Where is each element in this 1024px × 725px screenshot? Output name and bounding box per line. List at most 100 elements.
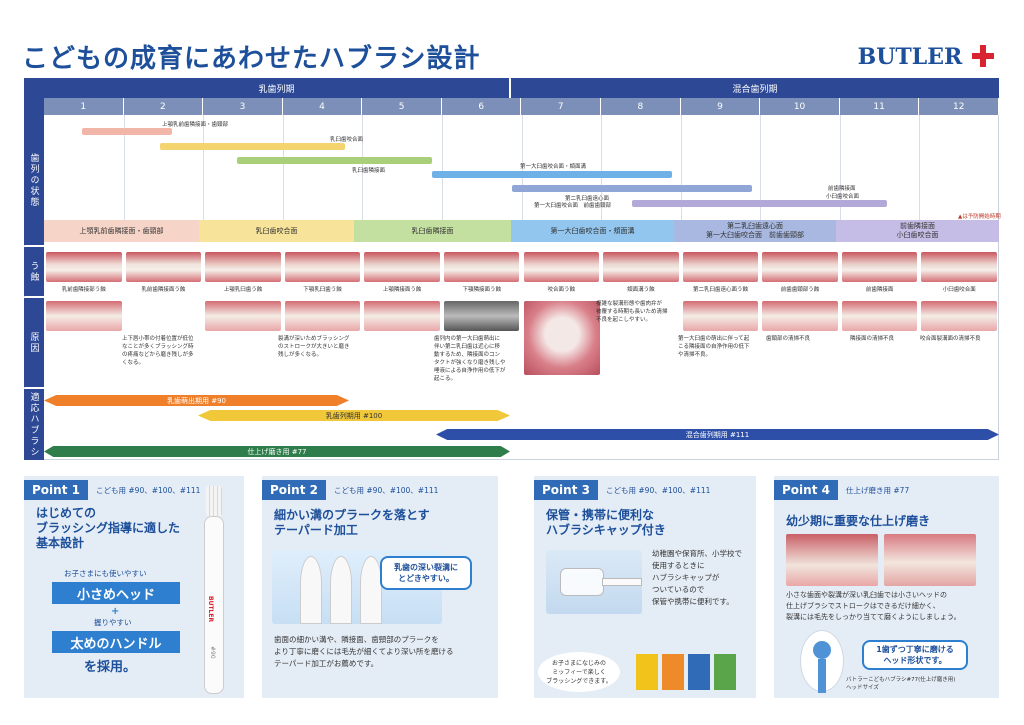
age-9: 9 [681,98,761,115]
cause-photo [364,301,440,331]
point-1-tail: を採用。 [84,660,137,675]
point-4-heading: 幼少期に重要な仕上げ磨き [786,514,931,528]
point-3-body: 幼稚園や保育所、小学校で 使用するときに ハブラシキャップが ついているので 保… [652,549,742,606]
grid-line [521,115,523,220]
butler-logo: BUTLER [858,44,994,70]
cause-4: 複雑な裂溝形態や歯肉弁が 被覆する時期も長いため清掃 不良を起こしやすい。 [596,301,668,323]
point-4-subtitle: 仕上げ磨き用 #77 [846,486,910,495]
point-2-heading: 細かい溝のプラークを落とす テーパード加工 [274,508,430,537]
point-1-subtitle: こども用 #90、#100、#111 [96,486,201,495]
sidebar-cause: 原因 [24,297,44,387]
point-1-tag: Point 1 [24,480,88,500]
cause-7: 隣接面の清掃不良 [850,336,895,342]
header-corner [24,78,44,115]
point-2-tag: Point 2 [262,480,326,500]
timeline-label-1: 上顎乳前歯隣接面・歯頸部 [162,122,229,128]
brush-bar-90: 乳歯萌出期用 #90 [44,395,349,406]
miffy-cap-blue [688,654,710,690]
stage-2: 乳臼歯咬合面 [199,220,354,242]
brush-cap-illustration [546,550,642,614]
stage-1: 上顎乳前歯隣接面・歯頸部 [44,220,199,242]
timeline-label-3: 乳臼歯隣接面 [352,168,386,174]
stage-5: 第二乳臼歯遠心面 第一大臼歯咬合面 前歯歯頸部 [674,220,836,242]
cause-photo [205,301,281,331]
age-5: 5 [362,98,442,115]
grid-line [441,115,443,220]
caries-photo [841,252,918,282]
cause-photo [443,301,520,331]
point-4-photo-brushing [884,534,976,586]
cause-photo [46,301,122,331]
age-1: 1 [44,98,124,115]
timeline-label-4: 第一大臼歯咬合面・頬面溝 [520,164,587,170]
brush-bar-100: 乳歯列期用 #100 [198,410,510,421]
cause-photo [762,301,838,331]
caries-photo [603,252,679,282]
page-title: こどもの成育にあわせたハブラシ設計 [22,44,481,74]
point-2-bubble: 乳歯の深い裂溝に とどきやすい。 [380,556,472,590]
point-2-subtitle: こども用 #90、#100、#111 [334,486,439,495]
point-3-heading: 保管・携帯に便利な ハブラシキャップ付き [546,508,666,537]
point-1-heading: はじめての ブラッシング指導に適した 基本設計 [36,506,181,550]
timeline-bar-5 [512,185,752,192]
caries-label: 上顎乳臼歯う蝕 [223,287,263,293]
caries-photo [921,252,997,282]
sidebar-state: 歯列の状態 [24,115,44,245]
grid-line [203,115,205,220]
age-3: 3 [203,98,283,115]
cause-8: 咬合面裂溝面の清掃不良 [920,336,981,342]
caries-label: 頬面溝う蝕 [627,287,655,293]
header-primary-dentition: 乳歯列期 [44,78,510,98]
age-2: 2 [124,98,204,115]
caries-label: 乳前歯隣接面う蝕 [141,287,186,293]
stage-6: 前歯隣接面 小臼歯咬合面 [836,220,999,242]
timeline-legend: ▲は予防開始時期 [958,214,1001,220]
grid-line [839,115,841,220]
caries-photo [762,252,838,282]
grid-line [362,115,364,220]
caries-label: 乳前歯隣接部う蝕 [61,287,106,293]
cause-1: 上下唇小帯の付着位置が低位 なことが多くブラッシング時 の疼痛などから磨き残しが… [122,336,194,366]
point-2-panel: Point 2 こども用 #90、#100、#111 細かい溝のプラークを落とす… [262,476,498,698]
point-1-box-thick-handle: 太めのハンドル [52,631,180,653]
caries-label: 上顎隣接面う蝕 [382,287,422,293]
age-10: 10 [760,98,840,115]
brush-bar-77: 仕上げ磨き用 #77 [44,446,510,457]
miffy-cap-green [714,654,736,690]
timeline-bar-4 [432,171,672,178]
point-4-brush-head-illustration [800,630,844,693]
sidebar-caries: う蝕 [24,246,44,296]
caries-label: 下顎乳臼歯う蝕 [303,287,342,293]
point-3-panel: Point 3 こども用 #90、#100、#111 保管・携帯に便利な ハブラ… [534,476,756,698]
caries-label: 下顎隣接面う蝕 [462,287,501,293]
brush-bar-111: 混合歯列期用 #111 [436,429,999,440]
caries-photo [523,252,600,282]
age-6: 6 [442,98,522,115]
caries-label: 第二乳臼歯遠心面う蝕 [692,287,748,293]
timeline-bar-3 [237,157,432,164]
caries-photo [443,252,520,282]
point-4-panel: Point 4 仕上げ磨き用 #77 幼少期に重要な仕上げ磨き 小さな歯面や裂溝… [774,476,999,698]
point-4-tag: Point 4 [774,480,838,500]
cause-photo-large [523,301,600,375]
logo-cross-icon [972,45,994,67]
logo-text: BUTLER [857,44,963,70]
point-2-body: 歯面の細かい溝や、隣接面、歯頸部のプラークを より丁寧に磨くには毛先が細くてより… [274,635,454,668]
grid-line [919,115,921,220]
caries-label: 小臼歯咬合面 [942,287,976,293]
timeline-label-6: 第一大臼歯咬合面 前歯歯頸部 [534,203,612,209]
cause-photo [921,301,997,331]
point-4-caption: バトラーこどもハブラシ#77(仕上げ磨き用) ヘッドサイズ [846,677,956,691]
point-1-box-small-head: 小さめヘッド [52,582,180,604]
sidebar-brush: 適応ハブラシ [24,388,44,460]
toothbrush-illustration: BUTLER #90 [202,486,228,694]
grid-line [680,115,682,220]
cause-5: 第一大臼歯の萌出に伴って起 こる隣接面の自浄作用の低下 や清掃不良。 [678,336,750,358]
timeline-bar-6 [632,200,887,207]
cause-photo [841,301,918,331]
point-1-plus: + [111,606,120,617]
cause-2: 裂溝が深いためブラッシング のストロークが大きいと磨き 残しが多くなる。 [278,336,350,358]
cause-photo [682,301,759,331]
toothbrush-brand: BUTLER [207,596,214,623]
grid-line [601,115,603,220]
